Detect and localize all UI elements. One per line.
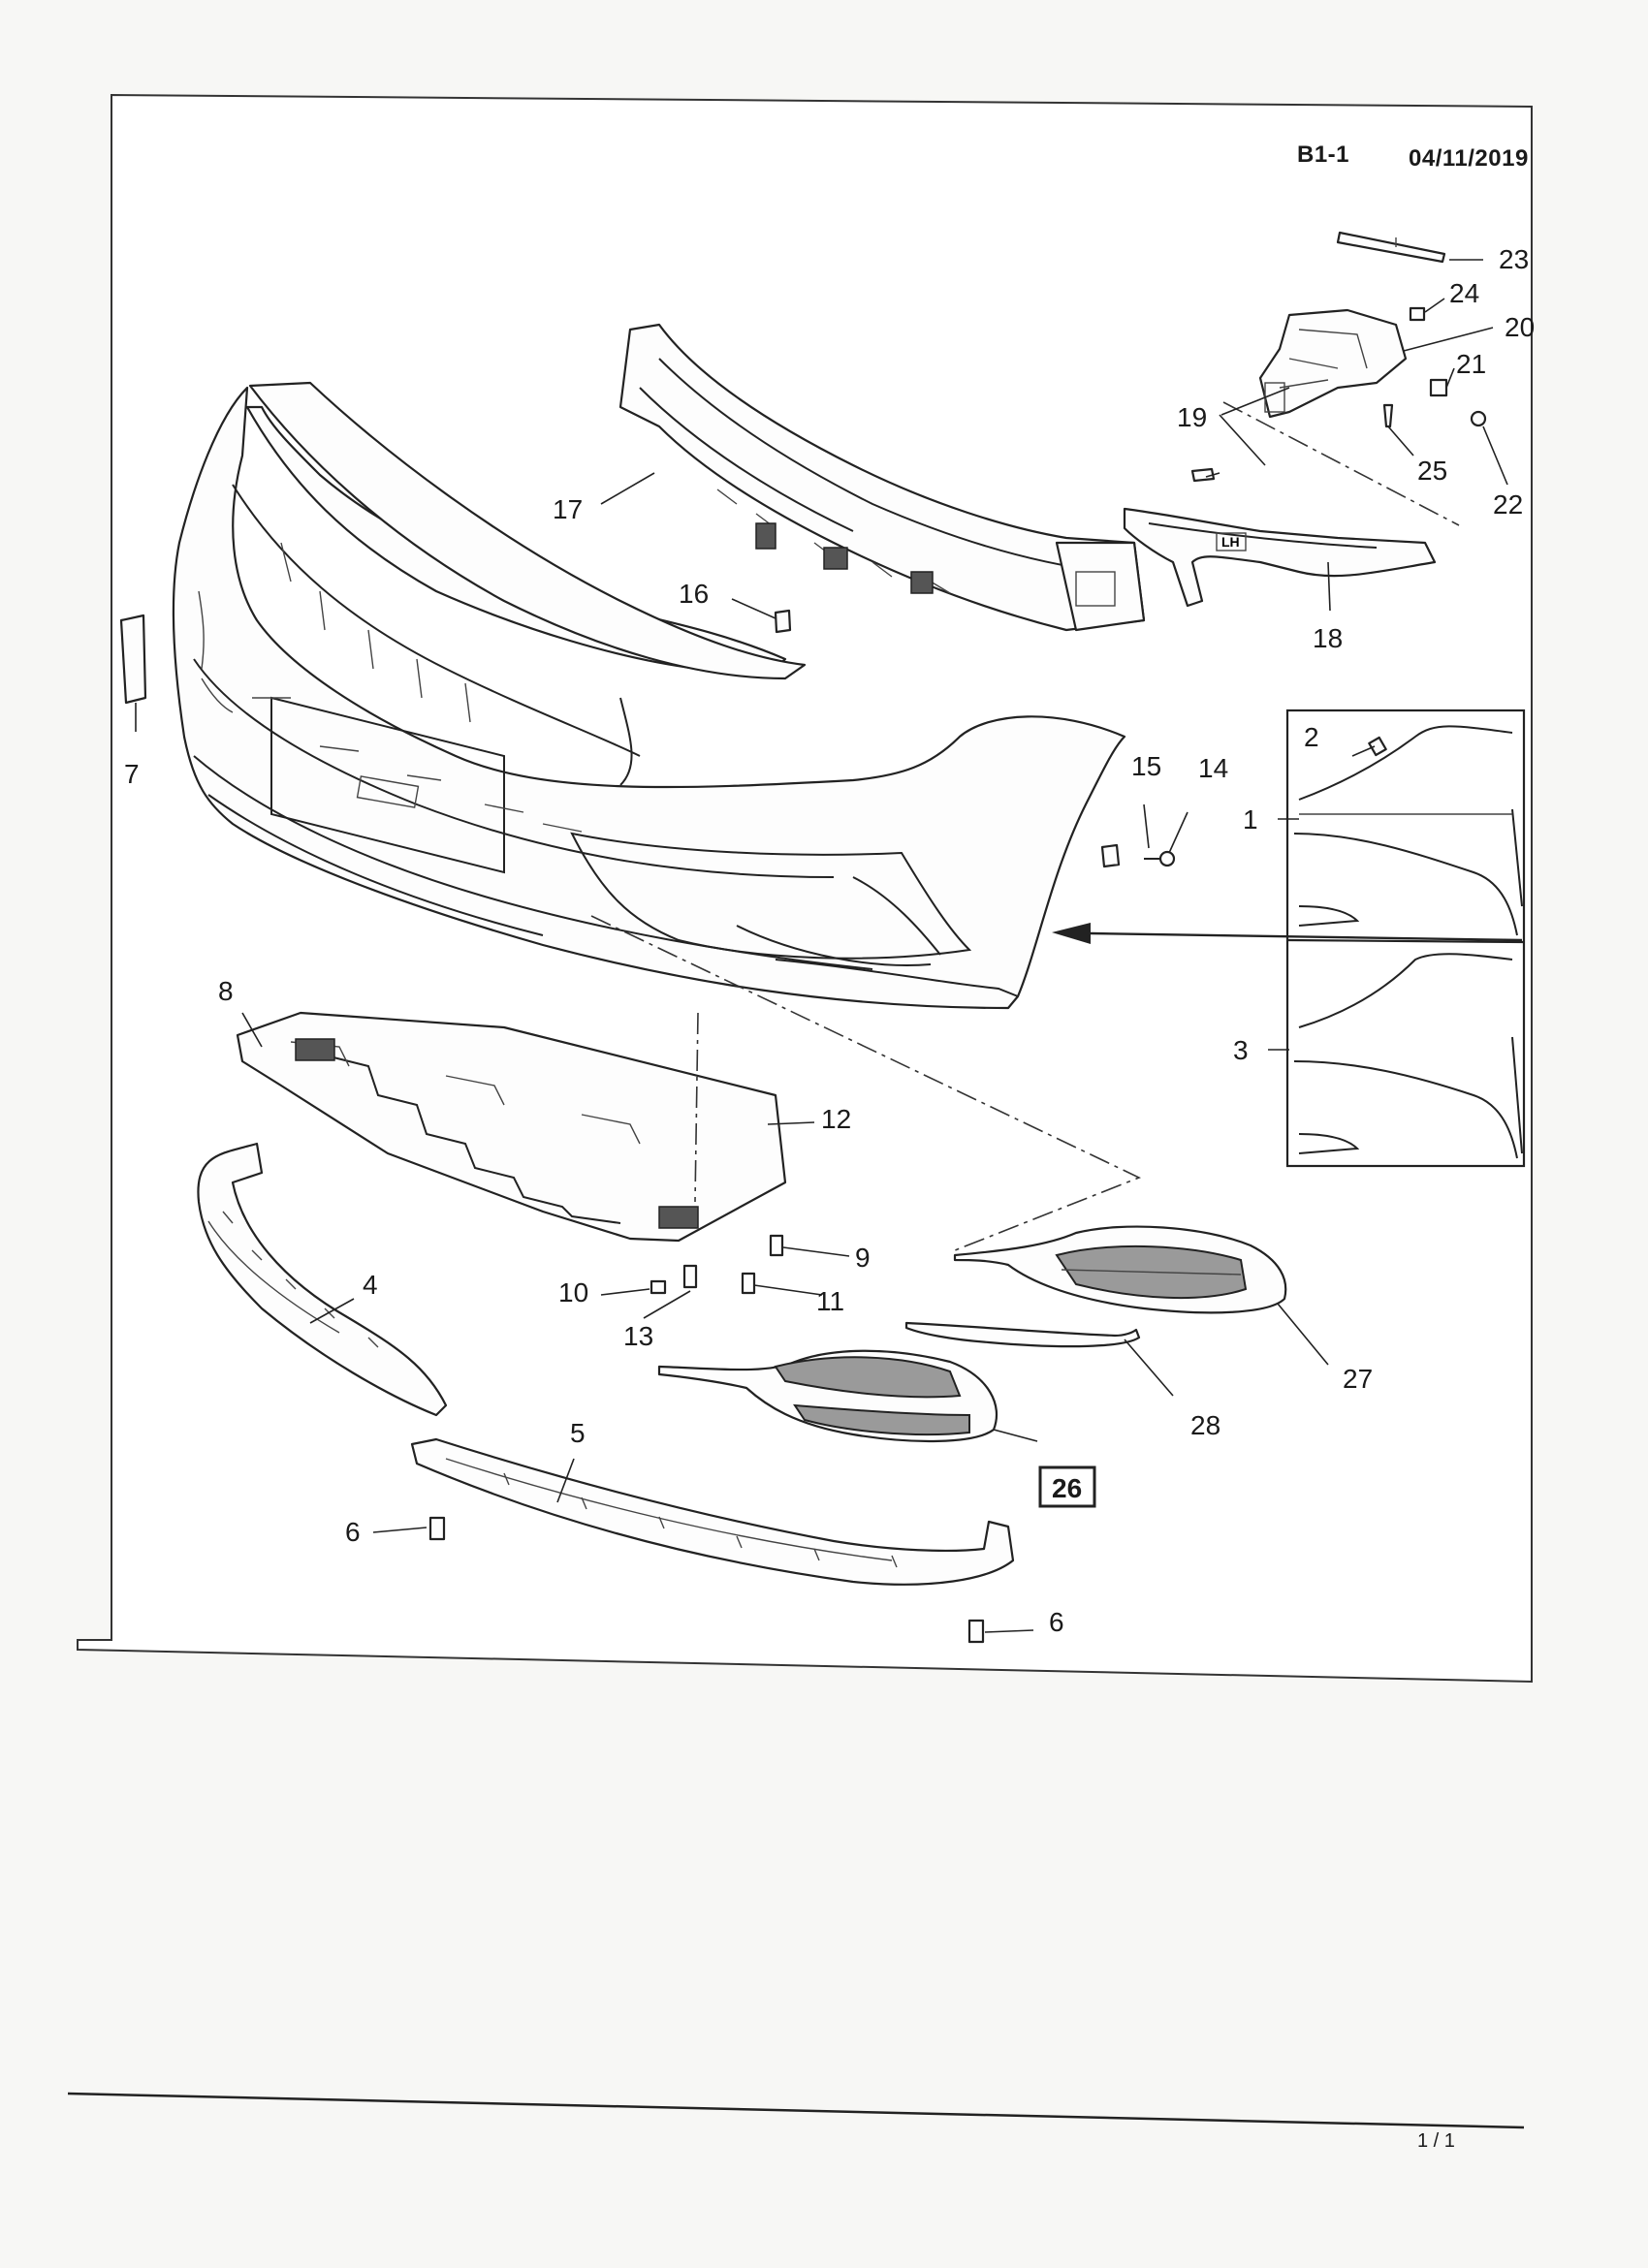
callout-26: 26	[1052, 1473, 1082, 1503]
callout-15: 15	[1131, 751, 1161, 781]
inset-arrow	[1052, 923, 1523, 944]
callout-8: 8	[218, 976, 234, 1006]
callout-9: 9	[855, 1243, 871, 1273]
callout-5: 5	[570, 1418, 586, 1448]
lower-spoiler	[197, 1142, 448, 1417]
chrome-strip	[904, 1321, 1141, 1348]
callout-labels: 1 2 3 4 5 6 6 7 8 9 10 11 12 13 14 15 16…	[124, 244, 1535, 1637]
callout-16: 16	[679, 579, 709, 609]
callout-3: 3	[1233, 1035, 1249, 1065]
callout-13: 13	[623, 1321, 653, 1351]
callout-11: 11	[816, 1286, 844, 1316]
upper-trim-strip	[248, 381, 807, 680]
callout-7: 7	[124, 759, 140, 789]
callout-2: 2	[1304, 722, 1319, 752]
callout-19: 19	[1177, 402, 1207, 432]
side-bracket-lh: LH	[1123, 507, 1437, 608]
section-code: B1-1	[1297, 142, 1350, 168]
callout-6-left: 6	[345, 1517, 361, 1547]
callout-1: 1	[1243, 804, 1258, 835]
callout-27: 27	[1343, 1364, 1373, 1394]
energy-absorber	[618, 323, 1146, 632]
callout-26-box	[1038, 1465, 1096, 1508]
callout-4: 4	[363, 1270, 378, 1300]
callout-21: 21	[1456, 349, 1486, 379]
fog-lamp-bezel	[953, 1225, 1287, 1314]
footer-rule	[67, 2092, 1525, 2129]
callout-17: 17	[553, 494, 583, 524]
callout-14: 14	[1198, 753, 1228, 783]
callout-12: 12	[821, 1104, 851, 1134]
splash-shield	[236, 1011, 787, 1243]
callout-23: 23	[1499, 244, 1529, 274]
callout-24: 24	[1449, 278, 1479, 308]
leader-lines	[135, 259, 1508, 1633]
lower-valance-strip	[410, 1437, 1015, 1586]
upper-support-bracket	[1258, 308, 1408, 419]
callout-22: 22	[1493, 489, 1523, 520]
callout-25: 25	[1417, 456, 1447, 486]
callout-18: 18	[1313, 623, 1343, 653]
bracket-marking: LH	[1221, 534, 1240, 550]
callout-20: 20	[1505, 312, 1535, 342]
retainer-rail	[1336, 231, 1446, 264]
revision-date: 04/11/2019	[1409, 145, 1529, 172]
callout-10: 10	[558, 1277, 588, 1307]
bumper-cover	[119, 386, 1126, 1010]
callout-28: 28	[1190, 1410, 1220, 1440]
grille-insert	[657, 1349, 998, 1443]
assembly-lines	[590, 401, 1460, 1251]
callout-6-right: 6	[1049, 1607, 1064, 1637]
page-number: 1 / 1	[1417, 2130, 1455, 2152]
